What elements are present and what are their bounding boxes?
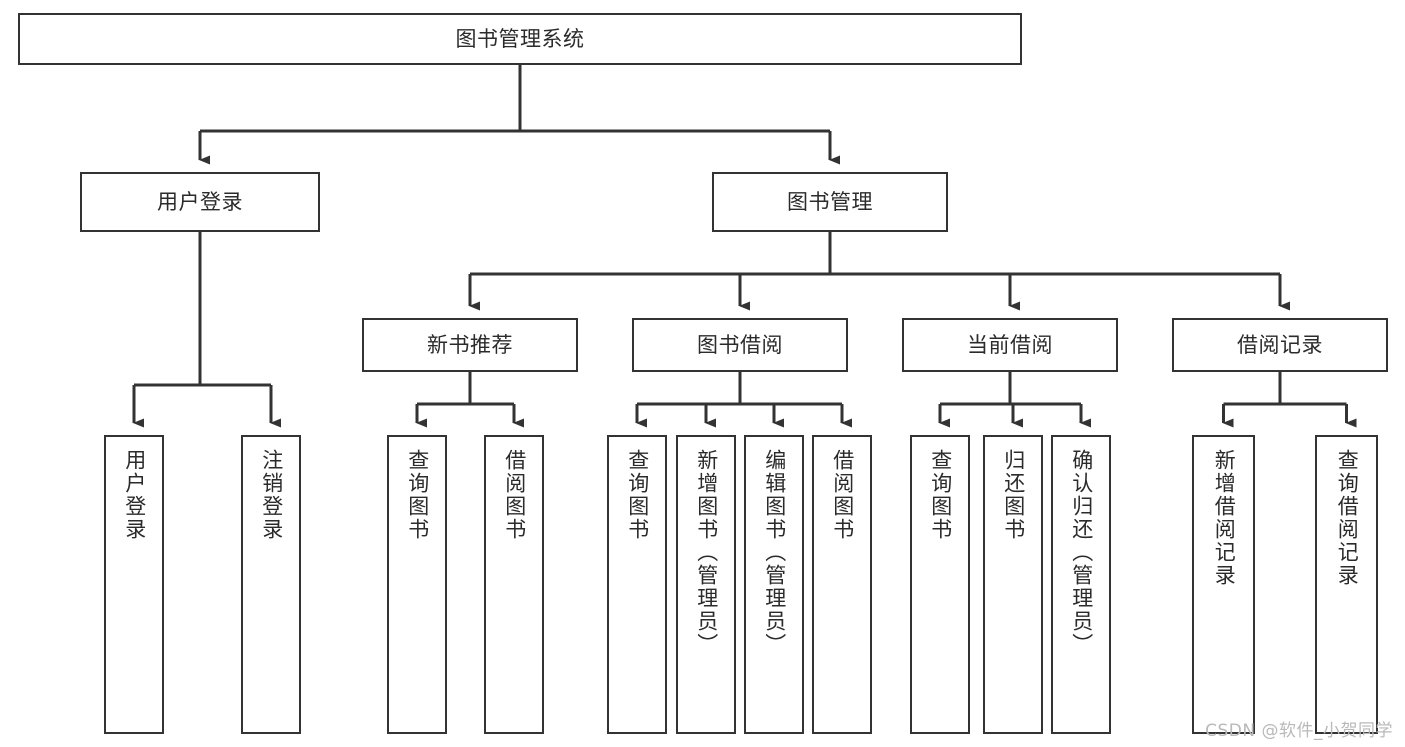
node-leaf-add-book-label: 新增图书（管理员）: [694, 449, 719, 656]
node-leaf-query-borrow-record-label: 查询借阅记录: [1335, 449, 1360, 587]
node-root-label: 图书管理系统: [455, 26, 585, 51]
node-current-borrow[interactable]: 当前借阅: [902, 318, 1118, 372]
node-leaf-confirm-return-label: 确认归还（管理员）: [1069, 449, 1094, 656]
node-leaf-add-borrow-record[interactable]: 新增借阅记录: [1192, 435, 1255, 734]
node-leaf-query-book-2-label: 查询图书: [625, 449, 650, 541]
node-user-login-label: 用户登录: [157, 189, 243, 214]
node-leaf-query-book-2[interactable]: 查询图书: [607, 435, 667, 734]
node-leaf-user-login[interactable]: 用户登录: [104, 435, 164, 734]
node-leaf-query-book-1[interactable]: 查询图书: [387, 435, 447, 734]
node-root[interactable]: 图书管理系统: [18, 13, 1022, 65]
node-leaf-query-book-1-label: 查询图书: [405, 449, 430, 541]
node-leaf-add-borrow-record-label: 新增借阅记录: [1212, 449, 1237, 587]
node-leaf-borrow-book-1[interactable]: 借阅图书: [484, 435, 544, 734]
node-leaf-edit-book[interactable]: 编辑图书（管理员）: [744, 435, 804, 734]
node-borrow-record[interactable]: 借阅记录: [1172, 318, 1388, 372]
node-leaf-borrow-book-2[interactable]: 借阅图书: [812, 435, 872, 734]
node-current-borrow-label: 当前借阅: [967, 332, 1053, 357]
node-leaf-user-login-label: 用户登录: [122, 449, 147, 541]
node-borrow-record-label: 借阅记录: [1237, 332, 1323, 357]
node-leaf-borrow-book-1-label: 借阅图书: [502, 449, 527, 541]
node-book-manage-label: 图书管理: [787, 189, 873, 214]
node-leaf-confirm-return[interactable]: 确认归还（管理员）: [1051, 435, 1111, 734]
node-leaf-add-book[interactable]: 新增图书（管理员）: [676, 435, 736, 734]
csdn-watermark: CSDN @软件_小贺同学: [1205, 721, 1393, 741]
node-book-manage[interactable]: 图书管理: [712, 172, 948, 232]
node-leaf-query-book-3[interactable]: 查询图书: [910, 435, 970, 734]
node-new-book-recommend-label: 新书推荐: [427, 332, 513, 357]
node-leaf-return-book[interactable]: 归还图书: [983, 435, 1043, 734]
node-leaf-query-borrow-record[interactable]: 查询借阅记录: [1315, 435, 1378, 734]
node-leaf-query-book-3-label: 查询图书: [928, 449, 953, 541]
node-leaf-return-book-label: 归还图书: [1001, 449, 1026, 541]
node-book-borrow-label: 图书借阅: [697, 332, 783, 357]
node-book-borrow[interactable]: 图书借阅: [632, 318, 848, 372]
node-leaf-logout-label: 注销登录: [259, 449, 284, 541]
node-leaf-logout[interactable]: 注销登录: [241, 435, 301, 734]
node-leaf-borrow-book-2-label: 借阅图书: [830, 449, 855, 541]
node-leaf-edit-book-label: 编辑图书（管理员）: [762, 449, 787, 656]
node-user-login[interactable]: 用户登录: [80, 172, 320, 232]
node-new-book-recommend[interactable]: 新书推荐: [362, 318, 578, 372]
